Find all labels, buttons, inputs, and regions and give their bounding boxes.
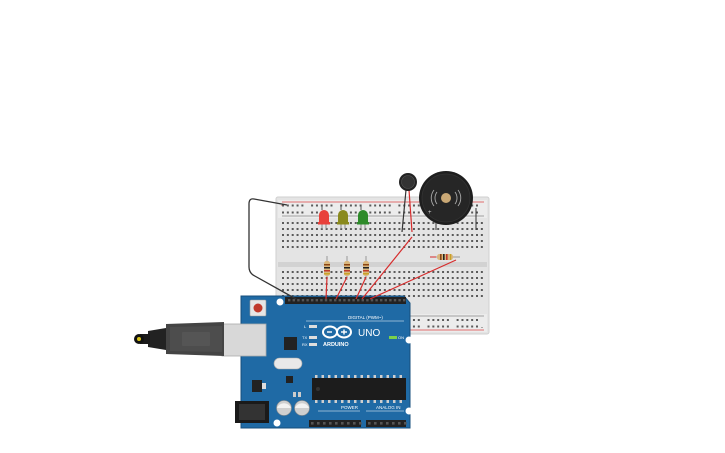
ground-wire[interactable] xyxy=(248,198,297,300)
crystal xyxy=(273,357,303,370)
usb-cable[interactable] xyxy=(134,322,224,356)
power-label: POWER xyxy=(341,405,359,410)
led-yellow[interactable] xyxy=(337,210,349,229)
on-led xyxy=(389,336,397,339)
digital-pins xyxy=(288,299,406,302)
l-label: L xyxy=(304,324,307,329)
piezo-buzzer[interactable]: + xyxy=(419,171,477,230)
led-green[interactable] xyxy=(357,210,369,229)
usb-chip xyxy=(284,337,297,350)
rx-led xyxy=(309,343,317,346)
svg-text:+: + xyxy=(428,210,432,216)
led-red[interactable] xyxy=(318,210,330,229)
rx-label: RX xyxy=(302,342,308,347)
brand-label: ARDUINO xyxy=(323,342,349,348)
analog-label: ANALOG IN xyxy=(376,405,401,410)
on-label: ON xyxy=(398,335,404,340)
rail-minus-label: - xyxy=(481,325,483,331)
mounting-hole xyxy=(405,407,413,415)
model-label: UNO xyxy=(358,328,380,339)
resistor-vertical[interactable] xyxy=(324,256,330,280)
wires xyxy=(248,198,457,300)
tx-led xyxy=(309,336,317,339)
regulator-tab xyxy=(262,383,266,389)
signal-wire[interactable] xyxy=(325,276,328,300)
signal-wire[interactable] xyxy=(355,276,367,300)
l-led xyxy=(309,325,317,328)
mounting-hole xyxy=(276,298,284,306)
digital-label: DIGITAL (PWM~) xyxy=(348,315,383,320)
mounting-hole xyxy=(405,336,413,344)
vibration-motor[interactable] xyxy=(399,173,417,233)
chip-pins xyxy=(315,375,402,403)
tx-label: TX xyxy=(302,335,307,340)
resistor-vertical[interactable] xyxy=(363,256,369,280)
bottom-pins xyxy=(311,422,407,425)
voltage-regulator xyxy=(252,380,262,392)
signal-wire[interactable] xyxy=(335,276,348,300)
buzzer-signal-wire[interactable] xyxy=(369,259,457,300)
motor-signal-wire[interactable] xyxy=(361,236,413,300)
small-component xyxy=(286,376,293,383)
usb-port[interactable] xyxy=(221,323,267,357)
atmega-chip xyxy=(312,378,406,400)
resistor-vertical[interactable] xyxy=(344,256,350,280)
arduino-uno-board[interactable]: DIGITAL (PWM~) L TX RX UNO ARDUINO ON xyxy=(221,295,413,429)
reset-button-cap xyxy=(253,303,263,313)
mounting-hole xyxy=(273,419,281,427)
arduino-logo-icon xyxy=(322,325,352,339)
